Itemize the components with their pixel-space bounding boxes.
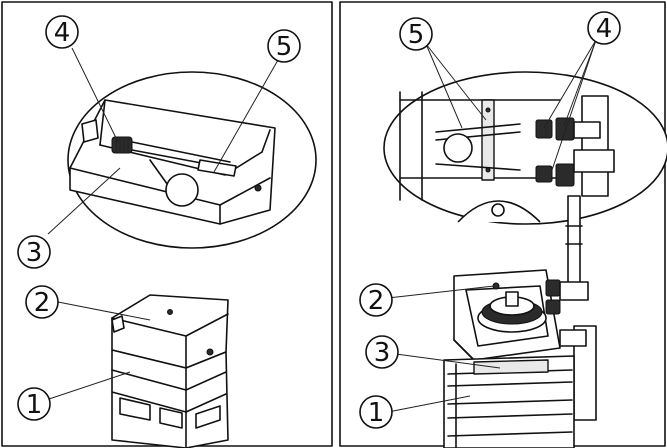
left-callout-3: 3 <box>17 235 51 269</box>
svg-text:3: 3 <box>26 238 43 268</box>
right-detail-oval <box>383 71 667 225</box>
svg-text:1: 1 <box>368 398 385 428</box>
svg-text:5: 5 <box>276 32 293 62</box>
valve-part-4 <box>111 136 133 154</box>
right-callout-3: 3 <box>365 335 399 369</box>
right-tank-assembly <box>443 269 597 448</box>
left-callout-5: 5 <box>267 29 301 63</box>
right-panel: 5 4 2 3 1 <box>339 1 667 448</box>
right-callout-1: 1 <box>359 395 393 429</box>
svg-text:5: 5 <box>408 20 425 50</box>
right-callout-4: 4 <box>587 11 621 45</box>
svg-text:2: 2 <box>34 288 51 318</box>
right-valve-part-4 <box>535 117 575 187</box>
left-tank-assembly <box>111 294 229 448</box>
svg-text:1: 1 <box>26 390 43 420</box>
left-callout-4: 4 <box>45 15 79 49</box>
left-callout-2: 2 <box>25 285 59 319</box>
svg-text:2: 2 <box>368 286 385 316</box>
left-panel: 4 5 3 2 1 <box>1 1 333 448</box>
svg-text:4: 4 <box>54 18 71 48</box>
left-callout-1: 1 <box>17 387 51 421</box>
left-detail-oval <box>67 71 317 249</box>
right-callout-2: 2 <box>359 283 393 317</box>
svg-text:3: 3 <box>374 338 391 368</box>
svg-text:4: 4 <box>596 14 613 44</box>
right-callout-5: 5 <box>399 17 433 51</box>
